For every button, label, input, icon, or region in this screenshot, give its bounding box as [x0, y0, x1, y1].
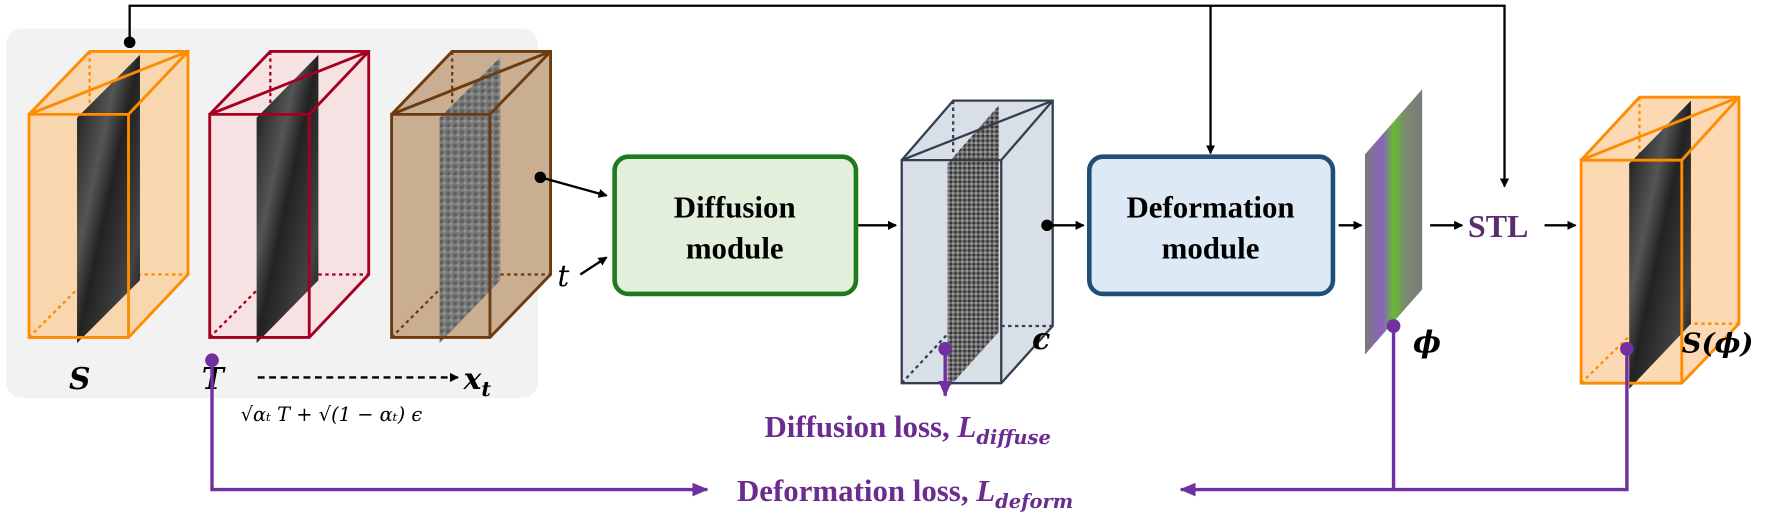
noisy-volume [390, 50, 553, 344]
diffusion-module: Diffusion module [612, 154, 859, 297]
svg-text:Diffusion: Diffusion [674, 189, 796, 224]
diffusion-loss-label: Diffusion loss, Ldiffuse [764, 409, 1050, 449]
deformation-module: Deformation module [1087, 154, 1336, 297]
noisy-label: xt [463, 362, 492, 401]
timestep-label: t [557, 259, 569, 294]
field-label: ϕ [1413, 325, 1441, 360]
svg-text:module: module [686, 231, 784, 266]
input-arrow [539, 176, 608, 198]
svg-text:module: module [1162, 231, 1260, 266]
condition-loss-dot [938, 341, 953, 356]
deformation-loss-label: Deformation loss, Ldeform [737, 473, 1073, 513]
svg-text:Deformation: Deformation [1127, 189, 1295, 224]
loss-connectors [210, 325, 1629, 497]
noisy-slice-image [439, 57, 501, 344]
noise-formula: √αₜ T + √(1 − αₜ) ϵ [241, 403, 423, 426]
source-slice-image [77, 54, 140, 344]
source-skip-connection [128, 4, 1510, 188]
target-loss-dot [205, 353, 219, 368]
source-label: S [69, 362, 90, 397]
warped-loss-dot [1620, 341, 1634, 356]
target-slice-image [256, 54, 319, 344]
deformation-field-image [1364, 89, 1423, 355]
condition-label: c [1032, 322, 1050, 357]
stl-label: STL [1468, 208, 1529, 244]
source-volume [27, 50, 190, 344]
condition-slice-image [947, 105, 999, 389]
warped-label: S(ϕ) [1682, 327, 1754, 359]
condition-volume [900, 99, 1054, 389]
warped-slice-image [1629, 100, 1691, 389]
timestep-arrow [579, 256, 608, 276]
warped-volume [1579, 95, 1741, 389]
field-loss-dot [1386, 319, 1401, 333]
target-volume [208, 50, 371, 344]
